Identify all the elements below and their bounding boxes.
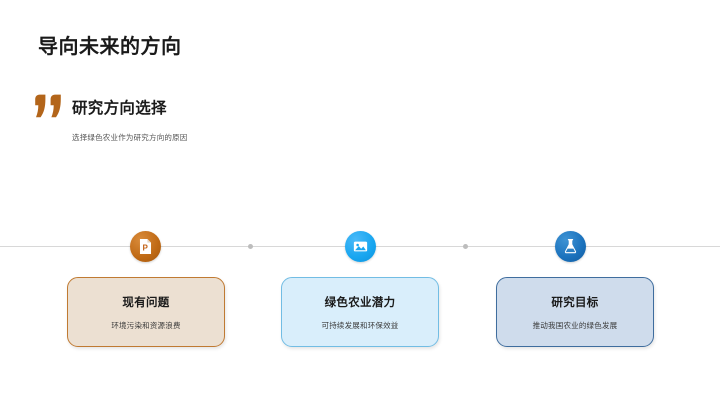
quote-subtitle: 选择绿色农业作为研究方向的原因 <box>72 133 188 142</box>
image-photo-icon[interactable] <box>345 231 376 262</box>
quote-block: 研究方向选择 选择绿色农业作为研究方向的原因 <box>34 92 434 162</box>
node-card-2[interactable]: 绿色农业潜力 可持续发展和环保效益 <box>281 277 439 347</box>
card-description: 环境污染和资源浪费 <box>111 321 181 330</box>
quote-open-icon <box>34 94 64 118</box>
node-card-1[interactable]: 现有问题 环境污染和资源浪费 <box>67 277 225 347</box>
timeline-dot <box>463 244 468 249</box>
card-title: 研究目标 <box>551 297 599 309</box>
svg-text:P: P <box>142 243 148 252</box>
card-title: 绿色农业潜力 <box>324 297 396 309</box>
page-title: 导向未来的方向 <box>38 36 182 58</box>
timeline-dot <box>248 244 253 249</box>
card-title: 现有问题 <box>122 297 170 309</box>
card-description: 推动我国农业的绿色发展 <box>532 321 618 330</box>
flask-beaker-icon[interactable] <box>555 231 586 262</box>
quote-heading: 研究方向选择 <box>72 100 167 117</box>
powerpoint-document-icon[interactable]: P <box>130 231 161 262</box>
card-description: 可持续发展和环保效益 <box>321 321 399 330</box>
node-card-3[interactable]: 研究目标 推动我国农业的绿色发展 <box>496 277 654 347</box>
